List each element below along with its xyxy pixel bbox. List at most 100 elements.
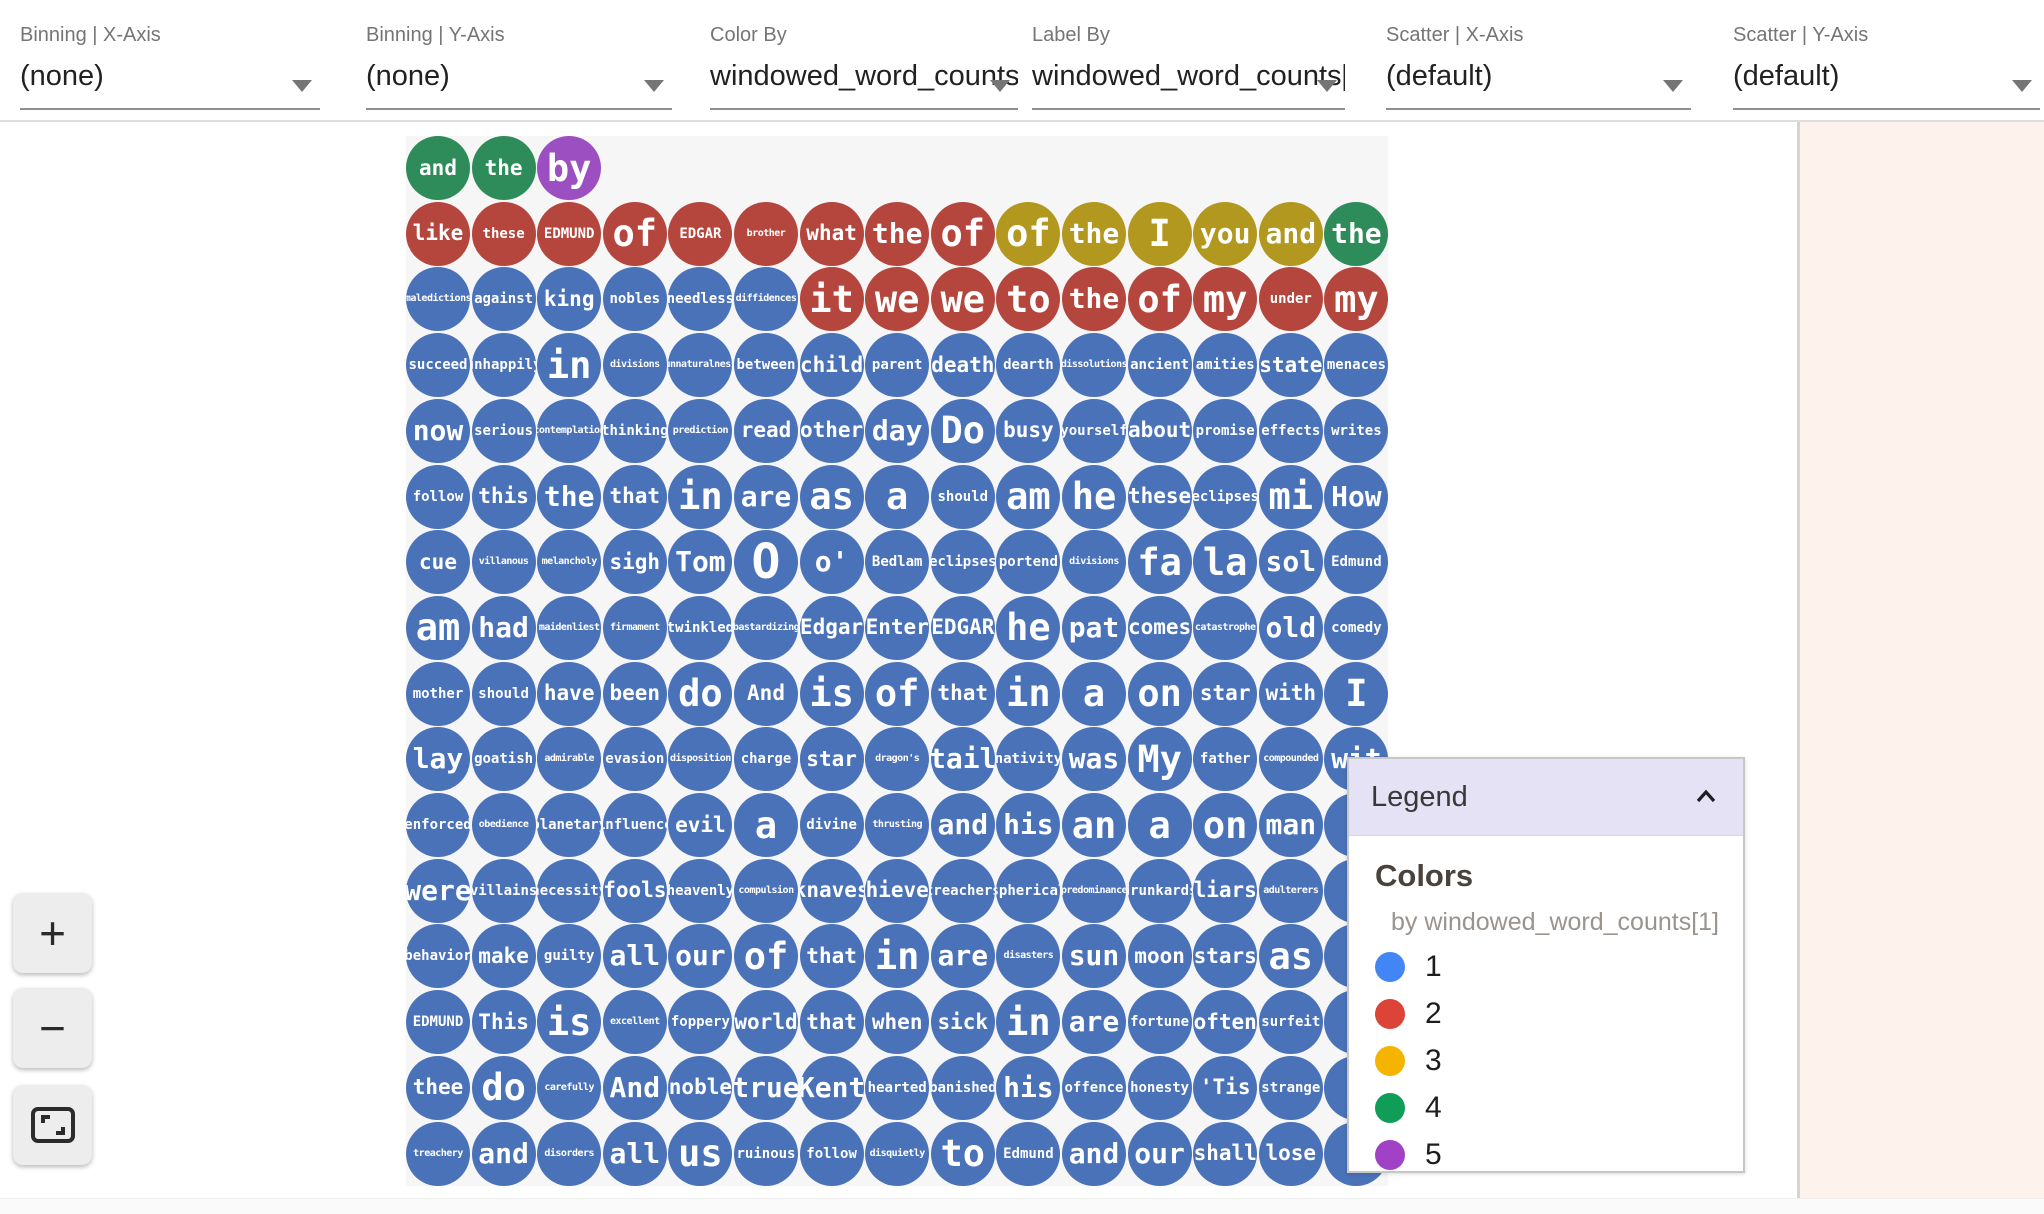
word-bubble[interactable]: in — [865, 924, 930, 989]
word-bubble[interactable]: all — [602, 924, 667, 989]
word-bubble[interactable]: cue — [406, 530, 470, 595]
word-bubble[interactable]: man — [1258, 793, 1323, 857]
word-bubble[interactable]: true — [734, 1055, 798, 1120]
word-bubble[interactable]: Kent — [799, 1055, 864, 1120]
word-bubble[interactable]: by — [537, 136, 602, 200]
word-bubble[interactable]: bastardizing — [734, 595, 798, 660]
word-bubble[interactable]: shall — [1193, 1121, 1258, 1186]
word-bubble[interactable]: star — [799, 727, 864, 792]
word-bubble[interactable]: make — [471, 924, 536, 989]
word-bubble[interactable]: comedy — [1324, 595, 1389, 660]
word-bubble[interactable]: Do — [930, 398, 995, 463]
word-bubble[interactable]: with — [1258, 661, 1323, 726]
word-bubble[interactable]: we — [865, 267, 930, 332]
word-bubble[interactable]: between — [734, 333, 798, 398]
word-bubble[interactable]: nativity — [996, 727, 1061, 792]
word-bubble[interactable]: o' — [799, 530, 864, 595]
word-bubble[interactable]: offence — [1062, 1055, 1126, 1120]
word-bubble[interactable]: now — [406, 398, 470, 463]
word-bubble[interactable]: disorders — [537, 1121, 602, 1186]
legend-item[interactable]: 4 — [1375, 1091, 1723, 1125]
word-bubble[interactable]: my — [1193, 267, 1258, 332]
word-bubble[interactable]: admirable — [537, 727, 602, 792]
word-bubble[interactable]: compounded — [1258, 727, 1323, 792]
word-bubble[interactable]: the — [471, 136, 536, 200]
word-bubble[interactable]: have — [537, 661, 602, 726]
word-bubble[interactable]: and — [1062, 1121, 1126, 1186]
word-bubble[interactable]: My — [1127, 727, 1192, 792]
word-bubble[interactable]: read — [734, 398, 798, 463]
word-bubble[interactable]: compulsion — [734, 858, 798, 923]
word-bubble[interactable]: evasion — [602, 727, 667, 792]
word-bubble[interactable]: behavior — [406, 924, 470, 989]
word-bubble[interactable]: drunkards — [1127, 858, 1192, 923]
word-bubble[interactable]: under — [1258, 267, 1323, 332]
word-bubble[interactable]: dragon's — [865, 727, 930, 792]
word-bubble[interactable]: his — [996, 793, 1061, 857]
word-bubble[interactable]: adulterers — [1258, 858, 1323, 923]
word-bubble[interactable]: writes — [1324, 398, 1389, 463]
word-bubble[interactable]: like — [406, 201, 470, 266]
word-bubble[interactable]: follow — [406, 464, 470, 529]
word-bubble[interactable]: noble — [668, 1055, 733, 1120]
word-bubble[interactable]: my — [1324, 267, 1389, 332]
word-bubble[interactable]: of — [865, 661, 930, 726]
word-bubble[interactable]: is — [799, 661, 864, 726]
word-bubble[interactable]: when — [865, 990, 930, 1055]
word-bubble[interactable]: And — [734, 661, 798, 726]
word-bubble[interactable]: goatish — [471, 727, 536, 792]
word-bubble[interactable]: our — [668, 924, 733, 989]
word-bubble[interactable]: stars — [1193, 924, 1258, 989]
word-bubble[interactable]: twinkled — [668, 595, 733, 660]
word-bubble[interactable]: about — [1127, 398, 1192, 463]
word-bubble[interactable]: parent — [865, 333, 930, 398]
word-bubble[interactable]: evil — [668, 793, 733, 857]
word-bubble[interactable]: state — [1258, 333, 1323, 398]
word-bubble[interactable]: prediction — [668, 398, 733, 463]
word-bubble[interactable]: menaces — [1324, 333, 1389, 398]
word-bubble[interactable]: thee — [406, 1055, 470, 1120]
word-bubble[interactable]: Bedlam — [865, 530, 930, 595]
word-bubble[interactable]: mother — [406, 661, 470, 726]
word-bubble[interactable]: death — [930, 333, 995, 398]
word-bubble[interactable]: fools — [602, 858, 667, 923]
word-bubble[interactable]: should — [471, 661, 536, 726]
word-bubble[interactable]: lay — [406, 727, 470, 792]
word-bubble[interactable]: effects — [1258, 398, 1323, 463]
word-bubble[interactable]: star — [1193, 661, 1258, 726]
word-bubble[interactable]: do — [668, 661, 733, 726]
word-bubble[interactable]: the — [537, 464, 602, 529]
zoom-out-button[interactable]: − — [13, 988, 92, 1068]
word-bubble[interactable]: hearted — [865, 1055, 930, 1120]
word-bubble[interactable]: world — [734, 990, 798, 1055]
word-bubble[interactable]: dissolutions — [1062, 333, 1126, 398]
word-bubble[interactable]: it — [799, 267, 864, 332]
word-bubble[interactable]: that — [799, 924, 864, 989]
word-bubble[interactable]: banished — [930, 1055, 995, 1120]
word-bubble[interactable]: of — [1127, 267, 1192, 332]
word-bubble[interactable]: had — [471, 595, 536, 660]
word-bubble[interactable]: villanous — [471, 530, 536, 595]
word-bubble[interactable]: fa — [1127, 530, 1192, 595]
word-bubble[interactable]: promise — [1193, 398, 1258, 463]
word-bubble[interactable]: tail — [930, 727, 995, 792]
word-bubble[interactable]: this — [471, 464, 536, 529]
word-bubble[interactable]: unhappily — [471, 333, 536, 398]
word-bubble[interactable]: should — [930, 464, 995, 529]
word-bubble[interactable]: a — [734, 793, 798, 857]
word-bubble[interactable]: to — [996, 267, 1061, 332]
word-bubble[interactable]: is — [537, 990, 602, 1055]
word-bubble[interactable]: child — [799, 333, 864, 398]
word-bubble[interactable]: our — [1127, 1121, 1192, 1186]
word-bubble[interactable]: obedience — [471, 793, 536, 857]
word-bubble[interactable]: I — [1127, 201, 1192, 266]
word-bubble[interactable]: maledictions — [406, 267, 470, 332]
word-bubble[interactable]: moon — [1127, 924, 1192, 989]
word-bubble[interactable]: How — [1324, 464, 1389, 529]
word-bubble[interactable]: ruinous — [734, 1121, 798, 1186]
word-bubble[interactable]: And — [602, 1055, 667, 1120]
word-bubble[interactable]: of — [602, 201, 667, 266]
scatter-x-axis-dropdown[interactable]: Scatter | X-Axis (default) — [1386, 24, 1691, 110]
word-bubble[interactable]: portend — [996, 530, 1061, 595]
word-bubble[interactable]: comes — [1127, 595, 1192, 660]
